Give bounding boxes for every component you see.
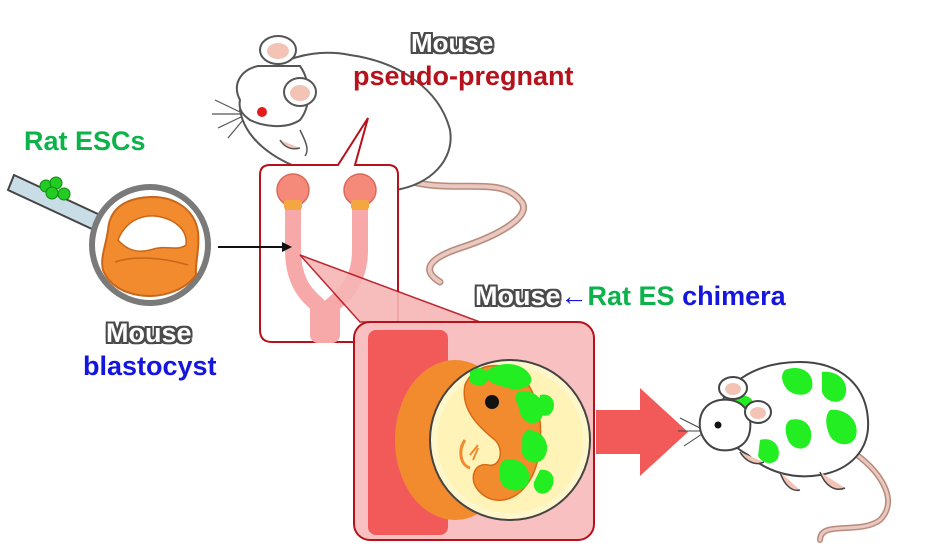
chimera-mouse-icon	[678, 360, 892, 543]
chimera-mouse-word: Mouse	[475, 281, 561, 311]
embryo-icon	[395, 359, 591, 521]
chimera-rat-es-word: Rat ES	[587, 281, 675, 311]
birth-arrow	[596, 388, 688, 476]
uterus-icon	[276, 173, 377, 343]
chimera-word: chimera	[682, 281, 786, 311]
chimera-arrow: ←	[560, 281, 588, 311]
blastocyst-icon	[89, 184, 211, 306]
white-mouse-icon	[212, 35, 527, 286]
chimera-label: Mouse←Rat ES chimera	[475, 283, 786, 310]
pseudo-pregnant-label: pseudo-pregnant	[353, 61, 574, 91]
mouse-top-label: Mouse	[411, 28, 494, 58]
mouse-blastocyst-label-2: blastocyst	[83, 351, 217, 381]
rat-escs-label: Rat ESCs	[24, 126, 146, 156]
embryo-panel	[299, 254, 595, 541]
transfer-arrow	[218, 242, 292, 252]
mouse-blastocyst-label-1: Mouse	[106, 318, 192, 348]
